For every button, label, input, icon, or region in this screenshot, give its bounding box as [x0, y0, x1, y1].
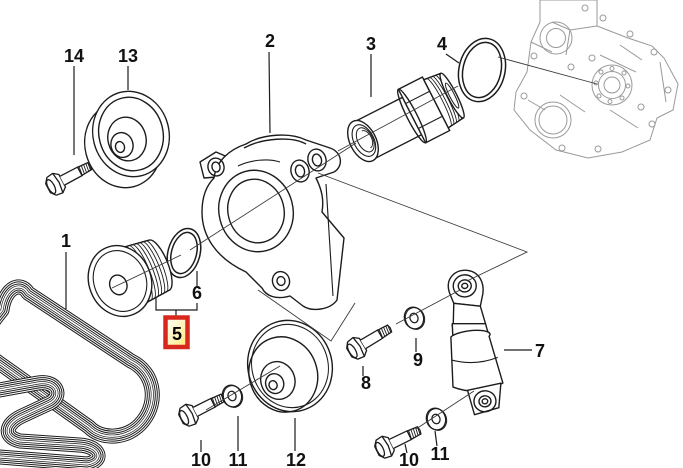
part-12-pulley	[246, 319, 334, 413]
part-callout-4[interactable]: 4	[437, 34, 447, 54]
part-2-tensioner-bracket	[199, 134, 345, 311]
part-11-washer-center	[218, 381, 247, 411]
part-callout-11[interactable]: 11	[430, 444, 449, 464]
highlighted-callout-5[interactable]: 5	[163, 315, 190, 350]
part-14-bolt	[42, 155, 97, 199]
engine-block-background	[513, 0, 679, 159]
part-callout-3[interactable]: 3	[366, 34, 376, 54]
part-4-o-ring	[457, 37, 507, 103]
part-callout-11[interactable]: 11	[228, 450, 247, 468]
callout-leader-lines	[65, 51, 532, 454]
assembly-lines	[111, 56, 598, 430]
part-callout-10[interactable]: 10	[399, 450, 419, 468]
part-callout-13[interactable]: 13	[118, 46, 138, 66]
part-callout-14[interactable]: 14	[64, 46, 84, 66]
part-callout-6[interactable]: 6	[192, 283, 202, 303]
part-9-washer	[400, 303, 429, 333]
part-callout-10[interactable]: 10	[191, 450, 211, 468]
part-5-pulley	[87, 239, 173, 318]
part-callout-7[interactable]: 7	[535, 341, 545, 361]
part-10-bolt-center	[175, 386, 230, 430]
part-8-bolt	[342, 317, 397, 363]
part-callout-9[interactable]: 9	[413, 350, 423, 370]
part-6-o-ring	[166, 227, 202, 279]
part-callout-8[interactable]: 8	[361, 373, 371, 393]
part-13-pulley	[83, 90, 171, 189]
highlighted-callout-number[interactable]: 5	[172, 324, 182, 344]
callout-layer: 14 13 2 3 4 1 6 8 9 7 10 11 12 10 11	[61, 31, 545, 468]
part-callout-2[interactable]: 2	[265, 31, 275, 51]
part-callout-12[interactable]: 12	[286, 450, 306, 468]
part-7-vibration-damper	[447, 269, 504, 416]
part-callout-1[interactable]: 1	[61, 231, 71, 251]
part-3-cylinder	[347, 72, 465, 163]
